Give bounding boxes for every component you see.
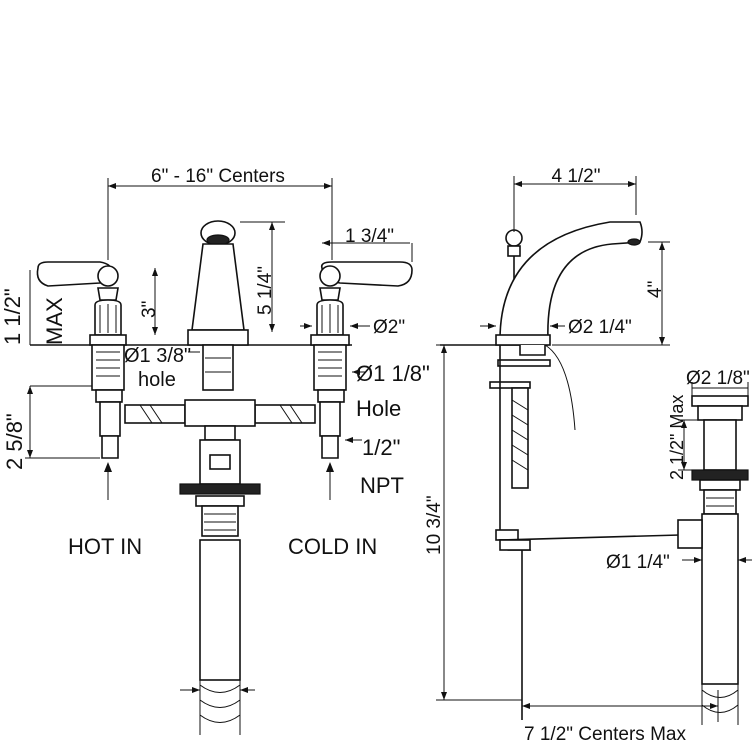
drain-detail-drawing xyxy=(677,382,752,725)
cold-in-label: COLD IN xyxy=(288,534,377,559)
handle-offset-label: 1 3/4" xyxy=(345,226,394,247)
front-view-drawing xyxy=(25,178,413,735)
hot-in-label: HOT IN xyxy=(68,534,142,559)
shanks-front xyxy=(91,344,347,459)
spout-rise-label: 4" xyxy=(645,281,666,298)
handle-height-label: 3" xyxy=(139,301,160,318)
crossover-hoses xyxy=(124,399,316,427)
front-dimension-lines xyxy=(25,178,413,693)
handle-hole-word: Hole xyxy=(356,396,401,421)
spout-side xyxy=(499,221,643,341)
spout-hole-label: Ø1 3/8" xyxy=(124,345,191,367)
npt-size-label: 1/2" xyxy=(362,435,400,460)
spout-front xyxy=(187,220,249,346)
handle-hole-label: Ø1 1/8" xyxy=(356,361,430,386)
tail-dia-label: Ø1 1/4" xyxy=(606,552,670,573)
drain-front xyxy=(179,425,261,735)
reach-label: 4 1/2" xyxy=(551,166,600,187)
right-handle xyxy=(310,261,413,346)
handle-dia-label: Ø2" xyxy=(373,317,405,338)
rod-centers-label: 7 1/2" Centers Max xyxy=(524,724,686,745)
shank-length-label: 2 5/8" xyxy=(2,413,27,470)
body-height-label: 2 1/2" Max xyxy=(667,395,687,480)
max-height-label: 1 1/2" xyxy=(0,288,25,345)
side-view-drawing xyxy=(436,176,719,722)
max-word-label: MAX xyxy=(42,297,67,345)
npt-word-label: NPT xyxy=(360,473,404,498)
flange-dia-label: Ø2 1/8" xyxy=(686,368,750,389)
spout-height-label: 5 1/4" xyxy=(255,266,276,315)
total-depth-label: 10 3/4" xyxy=(424,495,445,555)
spout-hole-word: hole xyxy=(138,369,176,391)
centers-label: 6" - 16" Centers xyxy=(151,166,285,187)
base-dia-label: Ø2 1/4" xyxy=(568,317,632,338)
